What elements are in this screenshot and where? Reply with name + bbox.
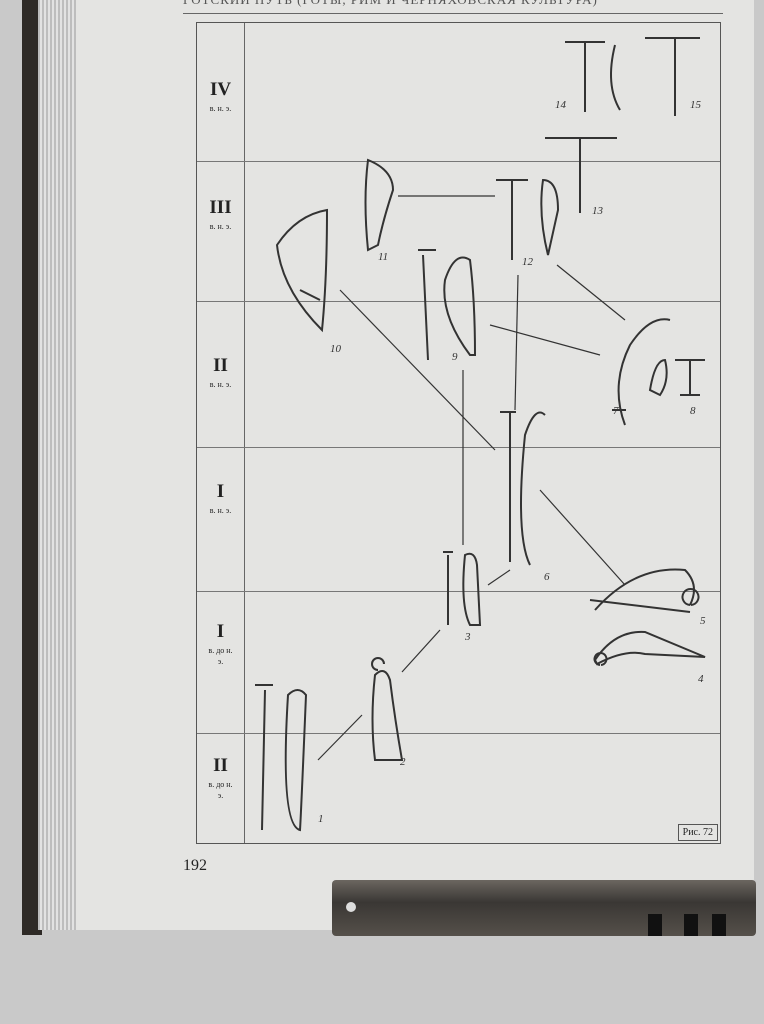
header-rule [183,13,723,14]
fibula-number-13: 13 [592,205,604,217]
running-title: ГОТСКИЙ ПУТЬ (ГОТЫ, РИМ И ЧЕРНЯХОВСКАЯ К… [183,0,598,8]
metal-ruler [332,880,756,936]
fibula-number-10: 10 [330,343,342,355]
fibula-number-1: 1 [318,813,324,825]
ruler-mark [712,914,726,936]
ruler-hole [346,902,356,912]
fibula-number-9: 9 [452,351,458,363]
book-page [76,0,754,930]
page-edges [38,0,78,930]
fibula-number-7: 7 [613,405,619,417]
ruler-mark [648,914,662,936]
row-divider [197,447,720,448]
row-divider [197,591,720,592]
development-arrows [317,195,626,761]
fibula-number-3: 3 [464,631,471,643]
fibula-numbers: 1 2 3 4 5 6 7 8 9 10 11 12 13 14 15 [318,99,706,825]
row-divider [197,161,720,162]
fibula-number-15: 15 [690,99,702,111]
fibula-number-4: 4 [698,673,704,685]
fibula-number-8: 8 [690,405,696,417]
fibula-drawings [255,37,706,832]
fibula-number-11: 11 [378,251,388,263]
row-divider [197,733,720,734]
fibula-number-5: 5 [700,615,706,627]
figure-label: Рис. 72 [677,824,718,841]
column-divider [244,23,245,843]
fibula-number-12: 12 [522,256,534,268]
row-divider [197,301,720,302]
fibula-number-6: 6 [544,571,550,583]
page-number: 192 [183,857,207,874]
ruler-mark [684,914,698,936]
fibula-number-14: 14 [555,99,567,111]
book-spine [22,0,42,935]
fibula-number-2: 2 [400,756,406,768]
